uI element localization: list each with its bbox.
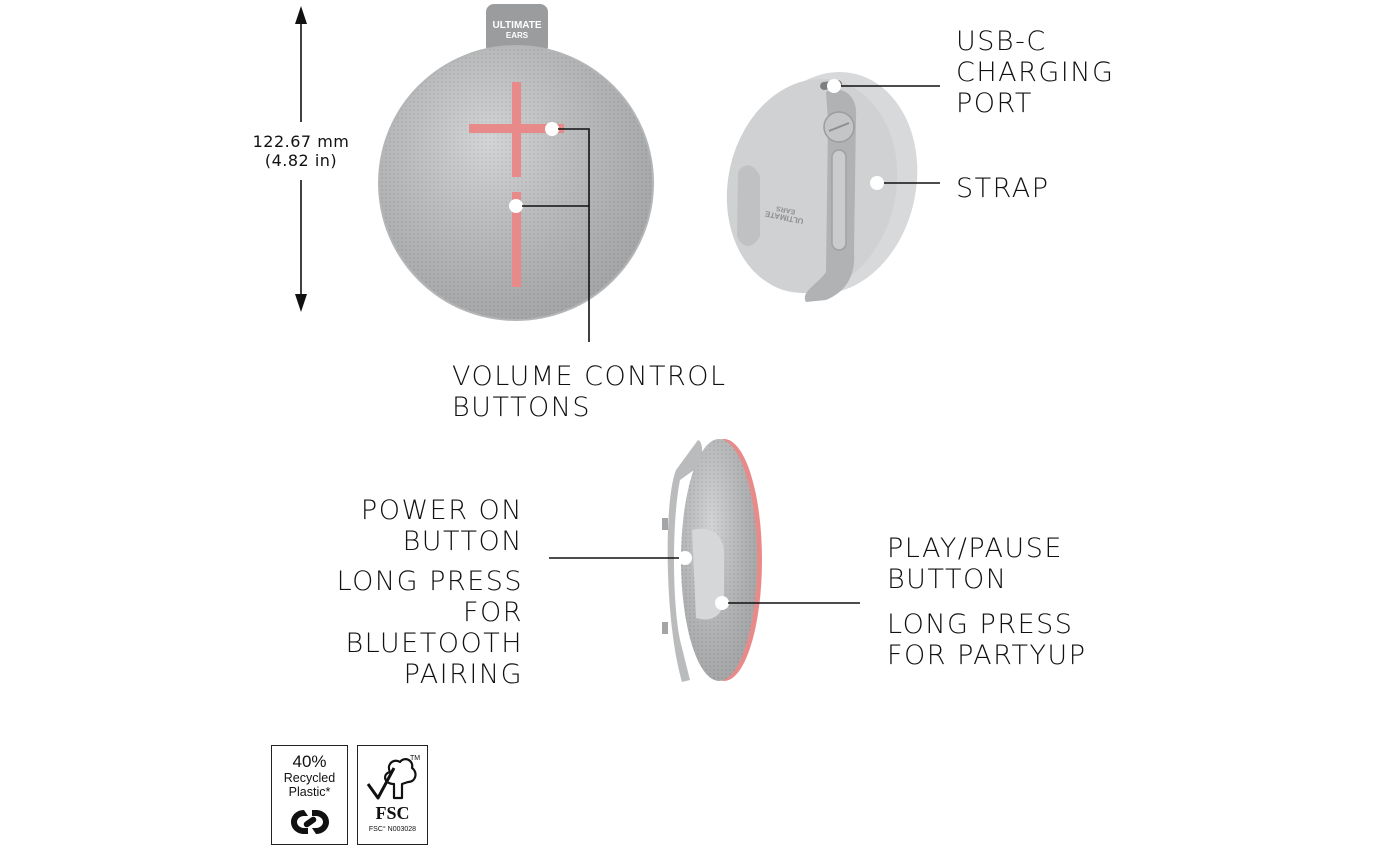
logo-tab — [486, 4, 548, 54]
fsc-name: FSC — [375, 803, 410, 823]
callout-power-line1: POWER ON — [360, 495, 523, 526]
recycled-percent: 40% — [292, 752, 327, 771]
recycled-plastic-badge: 40% Recycled Plastic* — [271, 745, 348, 845]
volume-leader-lines — [522, 128, 590, 342]
callout-power-on-button: POWER ON BUTTON — [361, 495, 523, 557]
fsc-code: FSC° N003028 — [368, 826, 417, 833]
fsc-tree-icon — [366, 758, 417, 800]
fsc-tm: TM — [410, 755, 421, 762]
callout-play-long-press: LONG PRESS FOR PARTYUP — [887, 609, 1086, 671]
callout-strap: STRAP — [956, 173, 1050, 204]
speaker-back-view — [726, 71, 918, 303]
callout-play-line1: PLAY/PAUSE — [887, 533, 1063, 564]
callout-power-long-line2: FOR — [462, 597, 523, 628]
logo-tab-line2: EARS — [505, 31, 529, 40]
fsc-badge: TM FSC FSC° N003028 — [357, 745, 428, 845]
callout-power-long-line3: BLUETOOTH — [345, 628, 523, 659]
logo-tab-text: ULTIMATE EARS — [486, 20, 548, 40]
callout-power-long-press: LONG PRESS FOR BLUETOOTH PAIRING — [337, 566, 523, 690]
callout-power-long-line4: PAIRING — [403, 659, 523, 690]
speaker-side-view — [662, 439, 762, 682]
dimension-in: (4.82 in) — [264, 151, 338, 170]
callout-usb-c-charging-port: USB-C CHARGING PORT — [956, 26, 1114, 119]
recycled-line2: Plastic* — [288, 785, 331, 799]
callout-play-line2: BUTTON — [887, 564, 1008, 595]
callout-volume-line1: VOLUME CONTROL — [452, 361, 727, 392]
callout-usb-line2: CHARGING — [956, 57, 1115, 88]
speaker-front-view — [378, 4, 654, 321]
callout-power-line2: BUTTON — [402, 526, 523, 557]
dimension-arrow — [295, 6, 307, 312]
logo-tab-line1: ULTIMATE — [492, 20, 542, 31]
callout-play-pause-button: PLAY/PAUSE BUTTON — [887, 533, 1063, 595]
callout-power-long-line1: LONG PRESS — [336, 566, 523, 597]
dimension-label: 122.67 mm (4.82 in) — [242, 132, 360, 170]
back-leader-lines — [841, 85, 940, 184]
volume-down-button — [512, 192, 521, 287]
recycled-line1: Recycled — [283, 771, 336, 785]
side-leader-lines — [549, 557, 860, 604]
callout-volume-line2: BUTTONS — [452, 392, 592, 423]
callout-volume-control-buttons: VOLUME CONTROL BUTTONS — [452, 361, 727, 423]
callout-usb-line3: PORT — [956, 88, 1033, 119]
recycle-icon — [291, 810, 329, 834]
dimension-mm: 122.67 mm — [252, 132, 350, 151]
callout-play-long-line2: FOR PARTYUP — [887, 640, 1087, 671]
callout-usb-line1: USB-C — [956, 26, 1047, 57]
callout-play-long-line1: LONG PRESS — [887, 609, 1074, 640]
